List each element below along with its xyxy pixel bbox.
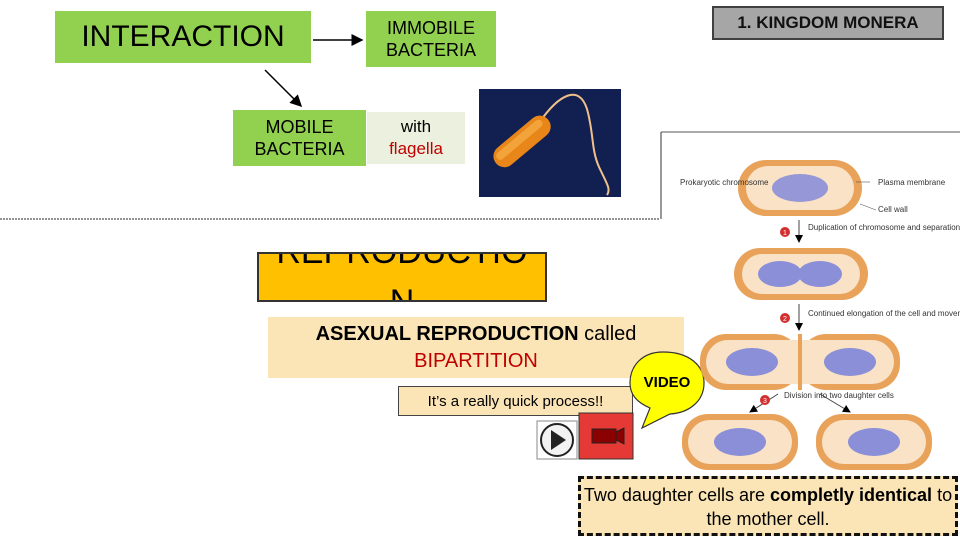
- cell-stage-2: [734, 248, 868, 300]
- flagella-label: flagella: [389, 139, 443, 158]
- asexual-label: ASEXUAL REPRODUCTION: [315, 323, 579, 345]
- asexual-line1: ASEXUAL REPRODUCTION called: [268, 321, 684, 348]
- asexual-box: ASEXUAL REPRODUCTION called BIPARTITION: [268, 317, 684, 378]
- reproduction-title: REPRODUCTIO N: [276, 252, 528, 302]
- conclusion-part1: Two daughter cells are: [583, 485, 765, 505]
- step-3-label: Division into two daughter cells: [784, 391, 894, 400]
- mobile-bacteria-label: MOBILE BACTERIA: [254, 117, 345, 159]
- video-camera-button[interactable]: [578, 412, 634, 460]
- binary-fission-diagram: Prokaryotic chromosome Plasma membrane C…: [680, 160, 960, 470]
- reproduction-title-box: REPRODUCTIO N: [257, 252, 547, 302]
- interaction-box: INTERACTION: [55, 11, 311, 63]
- cell-wall-label: Cell wall: [878, 205, 908, 214]
- with-flagella-box: with flagella: [367, 112, 465, 164]
- interaction-label: INTERACTION: [81, 20, 285, 53]
- play-icon: [551, 430, 566, 450]
- video-camera-icon: [591, 427, 625, 445]
- immobile-bacteria-label: IMMOBILE BACTERIA: [385, 18, 477, 60]
- step-3-number: 3: [763, 398, 767, 405]
- step-2-label: Continued elongation of the cell and mov…: [808, 309, 960, 318]
- arrow-to-mobile: [264, 69, 303, 108]
- quick-process-label: It’s a really quick process!!: [427, 392, 604, 410]
- kingdom-monera-box: 1. KINGDOM MONERA: [712, 6, 944, 40]
- immobile-bacteria-box: IMMOBILE BACTERIA: [366, 11, 496, 67]
- conclusion-part2: to the mother cell.: [706, 485, 953, 529]
- bipartition-label: BIPARTITION: [414, 350, 538, 372]
- conclusion-box: Two daughter cells are completly identic…: [578, 476, 958, 536]
- plasma-membrane-label: Plasma membrane: [878, 178, 946, 187]
- video-label: VIDEO: [643, 373, 691, 391]
- prokaryotic-chromosome-label: Prokaryotic chromosome: [680, 178, 769, 187]
- conclusion-bold: completly identical: [770, 485, 933, 505]
- step-2-number: 2: [783, 316, 787, 323]
- quick-process-box: It’s a really quick process!!: [398, 386, 633, 416]
- bacterium-photo: [479, 89, 621, 197]
- step-1-label: Duplication of chromosome and separation…: [808, 223, 960, 232]
- kingdom-monera-label: 1. KINGDOM MONERA: [737, 13, 919, 32]
- called-label: called: [584, 323, 637, 345]
- step-1-number: 1: [783, 230, 787, 237]
- daughter-cell-right: [816, 414, 932, 470]
- mobile-bacteria-box: MOBILE BACTERIA: [233, 110, 366, 166]
- with-label: with: [400, 117, 432, 136]
- play-button[interactable]: [536, 420, 578, 460]
- cell-stage-3: [700, 334, 900, 390]
- daughter-cell-left: [682, 414, 798, 470]
- cell-stage-1: [738, 160, 862, 216]
